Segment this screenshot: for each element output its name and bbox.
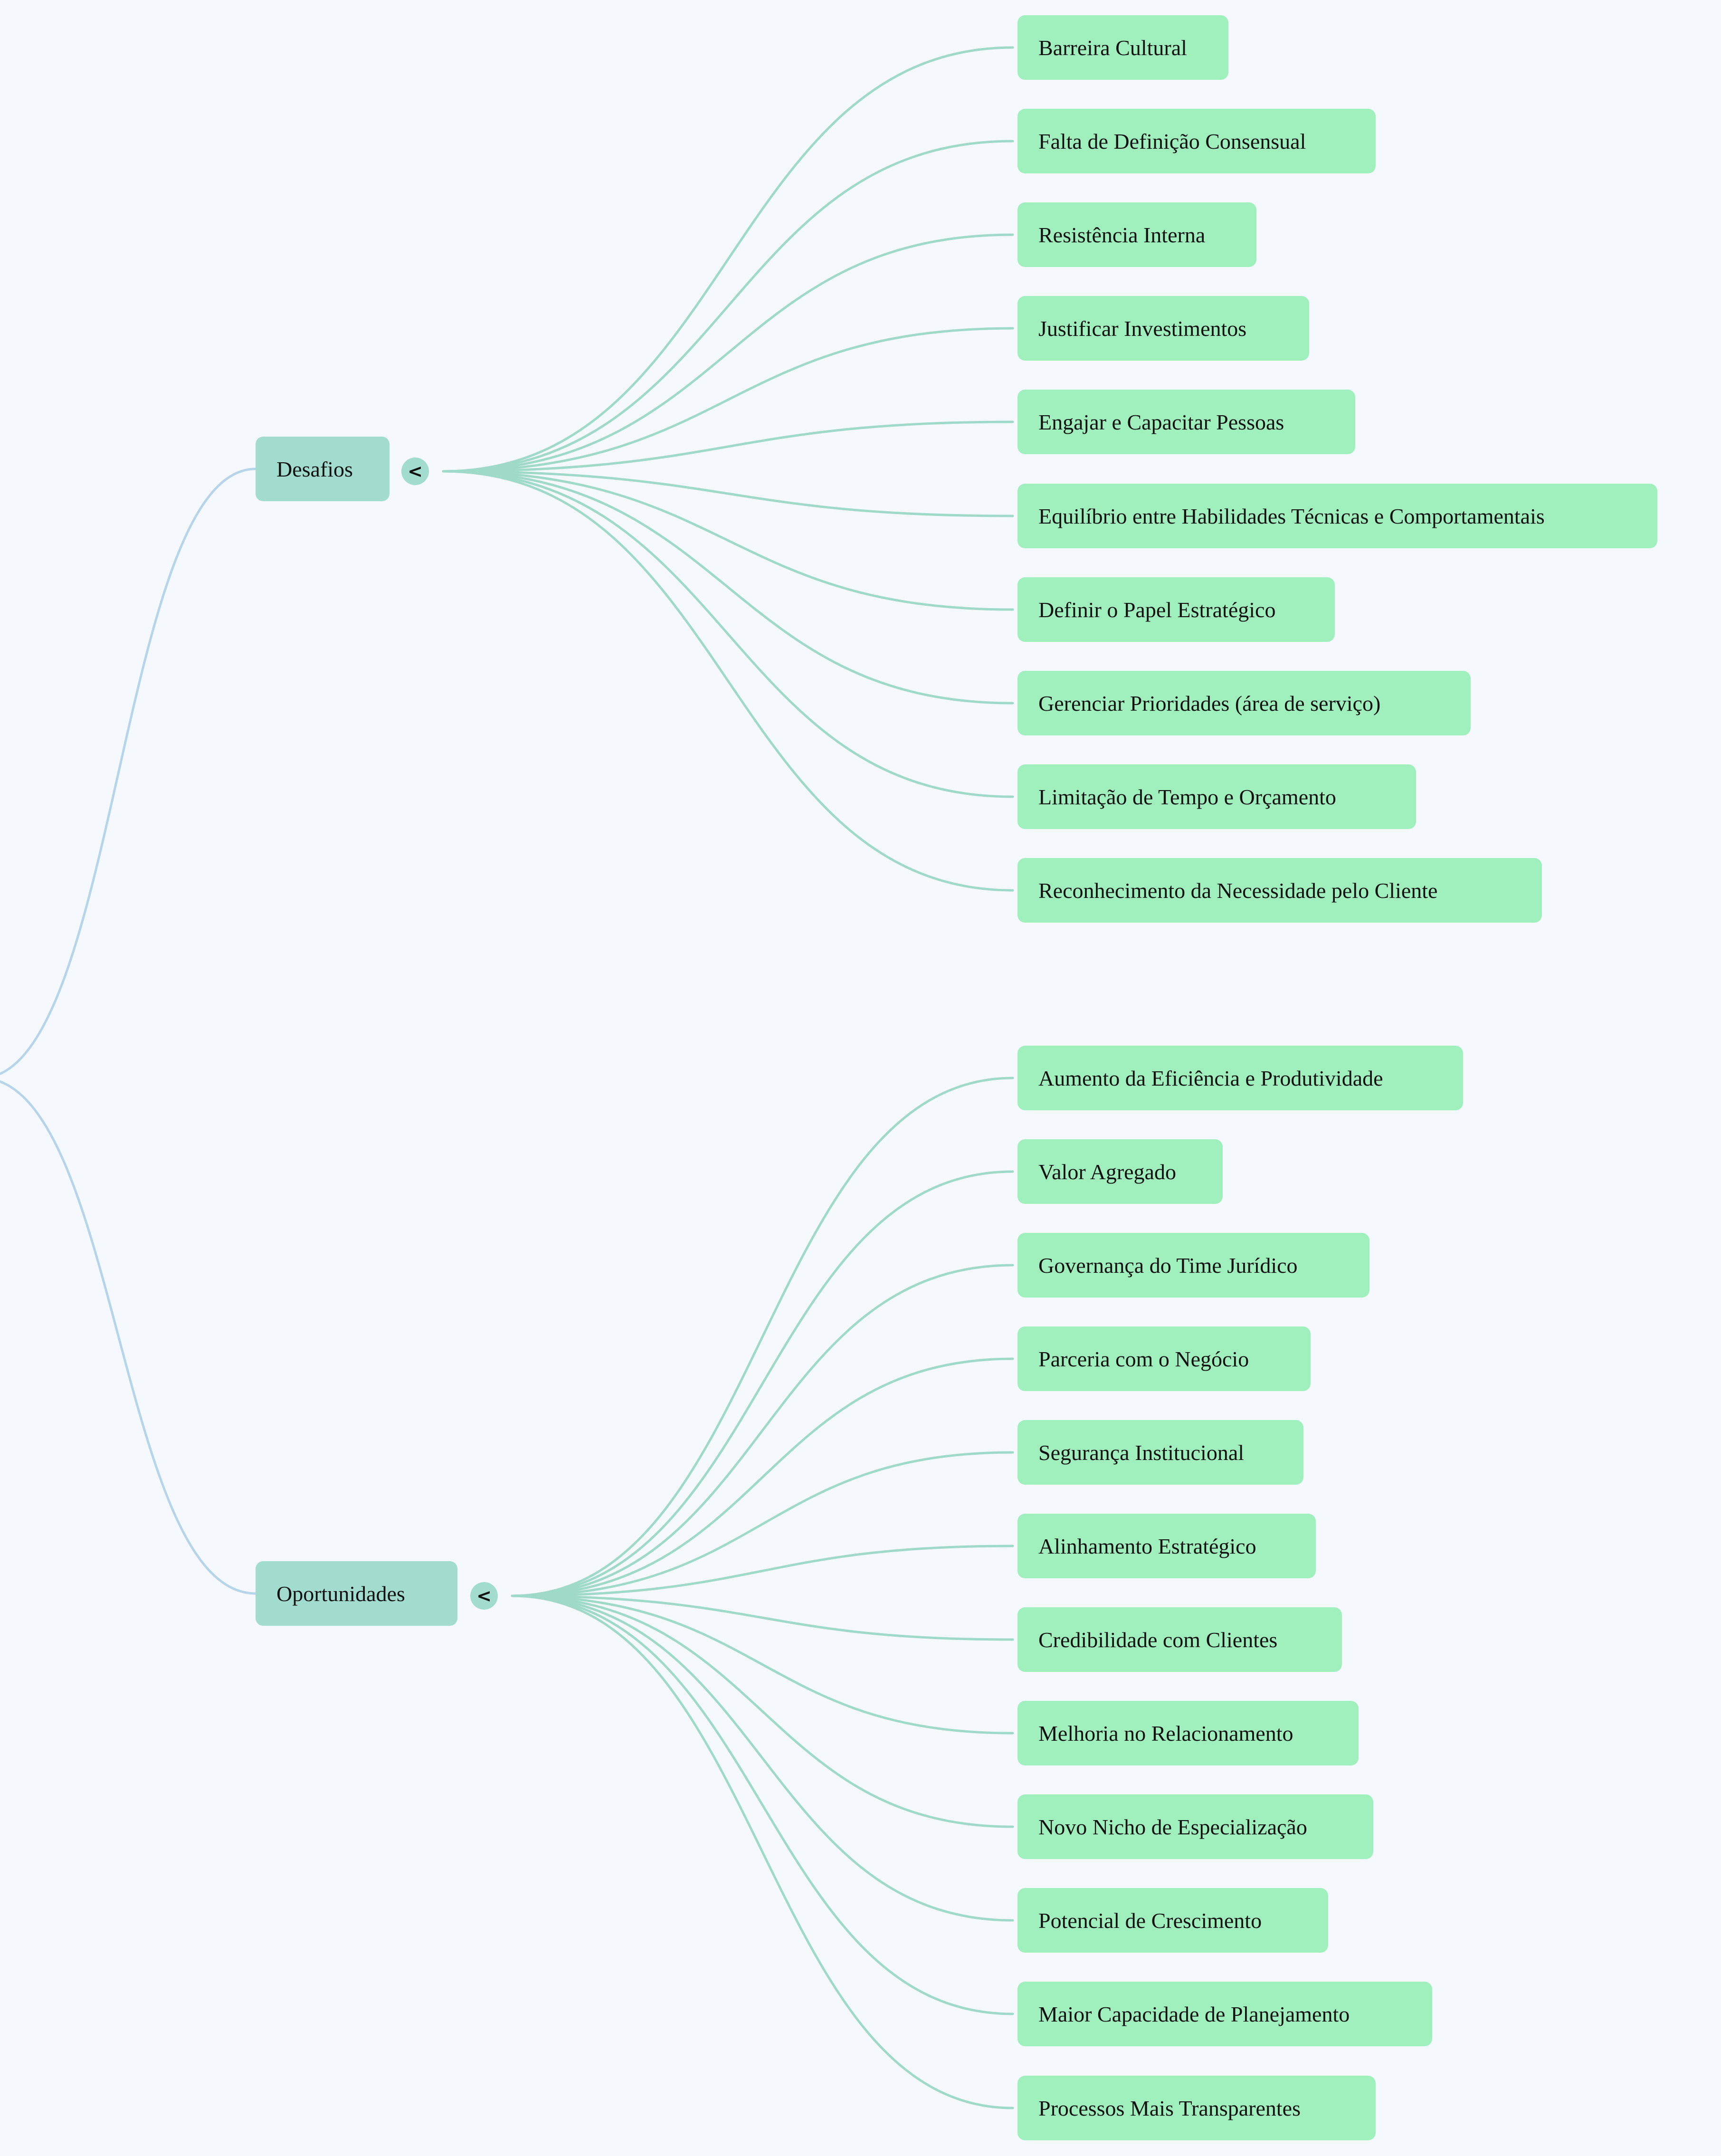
branch-link: [511, 1170, 1014, 1597]
leaf-label: Limitação de Tempo e Orçamento: [1038, 784, 1336, 809]
leaf-node[interactable]: Limitação de Tempo e Orçamento: [1017, 764, 1416, 829]
branch-link: [442, 470, 1014, 705]
leaf-node[interactable]: Parceria com o Negócio: [1017, 1326, 1311, 1391]
leaf-label: Reconhecimento da Necessidade pelo Clien…: [1038, 878, 1438, 903]
branch-link: [442, 470, 1014, 892]
leaf-node[interactable]: Novo Nicho de Especialização: [1017, 1794, 1373, 1859]
branch-link: [442, 470, 1014, 798]
root-link: [0, 1080, 257, 1595]
branch-link: [442, 420, 1014, 473]
leaf-label: Alinhamento Estratégico: [1038, 1534, 1256, 1558]
leaf-node[interactable]: Gerenciar Prioridades (área de serviço): [1017, 671, 1471, 735]
branch-link: [511, 1545, 1014, 1597]
leaf-node[interactable]: Justificar Investimentos: [1017, 296, 1309, 361]
leaf-label: Falta de Definição Consensual: [1038, 129, 1306, 153]
leaf-label: Governança do Time Jurídico: [1038, 1253, 1298, 1278]
leaf-node[interactable]: Segurança Institucional: [1017, 1420, 1303, 1485]
leaf-label: Justificar Investimentos: [1038, 316, 1247, 341]
leaf-node[interactable]: Processos Mais Transparentes: [1017, 2076, 1376, 2140]
leaf-label: Potencial de Crescimento: [1038, 1908, 1262, 1933]
leaf-label: Equilíbrio entre Habilidades Técnicas e …: [1038, 504, 1545, 528]
branch-link: [511, 1077, 1014, 1597]
branch-link: [511, 1594, 1014, 2109]
leaf-node[interactable]: Barreira Cultural: [1017, 15, 1228, 80]
leaf-label: Definir o Papel Estratégico: [1038, 597, 1276, 622]
leaf-label: Processos Mais Transparentes: [1038, 2096, 1301, 2120]
leaf-node[interactable]: Credibilidade com Clientes: [1017, 1607, 1342, 1672]
leaf-label: Engajar e Capacitar Pessoas: [1038, 410, 1284, 434]
leaf-label: Segurança Institucional: [1038, 1440, 1245, 1465]
leaf-node[interactable]: Definir o Papel Estratégico: [1017, 577, 1335, 642]
leaf-label: Barreira Cultural: [1038, 35, 1187, 60]
leaf-node[interactable]: Maior Capacidade de Planejamento: [1017, 1982, 1432, 2046]
leaf-node[interactable]: Reconhecimento da Necessidade pelo Clien…: [1017, 858, 1542, 923]
branch-link: [511, 1594, 1014, 1735]
branch-link: [511, 1357, 1014, 1597]
branch-label: Desafios: [276, 457, 353, 481]
leaf-node[interactable]: Falta de Definição Consensual: [1017, 109, 1376, 173]
leaf-node[interactable]: Engajar e Capacitar Pessoas: [1017, 390, 1355, 454]
branch-link: [511, 1594, 1014, 1641]
branch-link: [511, 1594, 1014, 1828]
leaf-label: Maior Capacidade de Planejamento: [1038, 2002, 1350, 2026]
branch-link: [442, 470, 1014, 611]
branch-link: [442, 327, 1014, 473]
root-link: [0, 467, 257, 1075]
branch-link: [442, 233, 1014, 473]
collapse-toggle-icon[interactable]: <: [470, 1582, 498, 1610]
leaf-node[interactable]: Governança do Time Jurídico: [1017, 1233, 1369, 1297]
leaf-node[interactable]: Melhoria no Relacionamento: [1017, 1701, 1359, 1765]
branch-label: Oportunidades: [276, 1581, 405, 1606]
leaf-label: Melhoria no Relacionamento: [1038, 1721, 1293, 1746]
leaf-label: Novo Nicho de Especialização: [1038, 1814, 1307, 1839]
branch-link: [511, 1451, 1014, 1597]
leaf-label: Credibilidade com Clientes: [1038, 1627, 1278, 1652]
leaf-node[interactable]: Aumento da Eficiência e Produtividade: [1017, 1046, 1463, 1110]
leaf-node[interactable]: Resistência Interna: [1017, 202, 1256, 267]
leaf-node[interactable]: Equilíbrio entre Habilidades Técnicas e …: [1017, 484, 1657, 548]
branch-link: [511, 1594, 1014, 1922]
branch-link: [442, 46, 1014, 473]
branch-node-oportunidades[interactable]: Oportunidades: [256, 1561, 457, 1626]
leaf-node[interactable]: Valor Agregado: [1017, 1139, 1223, 1204]
collapse-toggle-icon[interactable]: <: [401, 458, 429, 485]
leaf-label: Valor Agregado: [1038, 1159, 1176, 1184]
branch-link: [511, 1594, 1014, 2015]
leaf-label: Gerenciar Prioridades (área de serviço): [1038, 691, 1381, 715]
branch-link: [442, 140, 1014, 473]
leaf-node[interactable]: Alinhamento Estratégico: [1017, 1514, 1316, 1578]
leaf-node[interactable]: Potencial de Crescimento: [1017, 1888, 1328, 1953]
leaf-label: Parceria com o Negócio: [1038, 1346, 1249, 1371]
leaf-label: Aumento da Eficiência e Produtividade: [1038, 1066, 1383, 1090]
leaf-label: Resistência Interna: [1038, 222, 1206, 247]
branch-link: [442, 470, 1014, 517]
branch-node-desafios[interactable]: Desafios: [256, 437, 390, 501]
branch-link: [511, 1264, 1014, 1597]
